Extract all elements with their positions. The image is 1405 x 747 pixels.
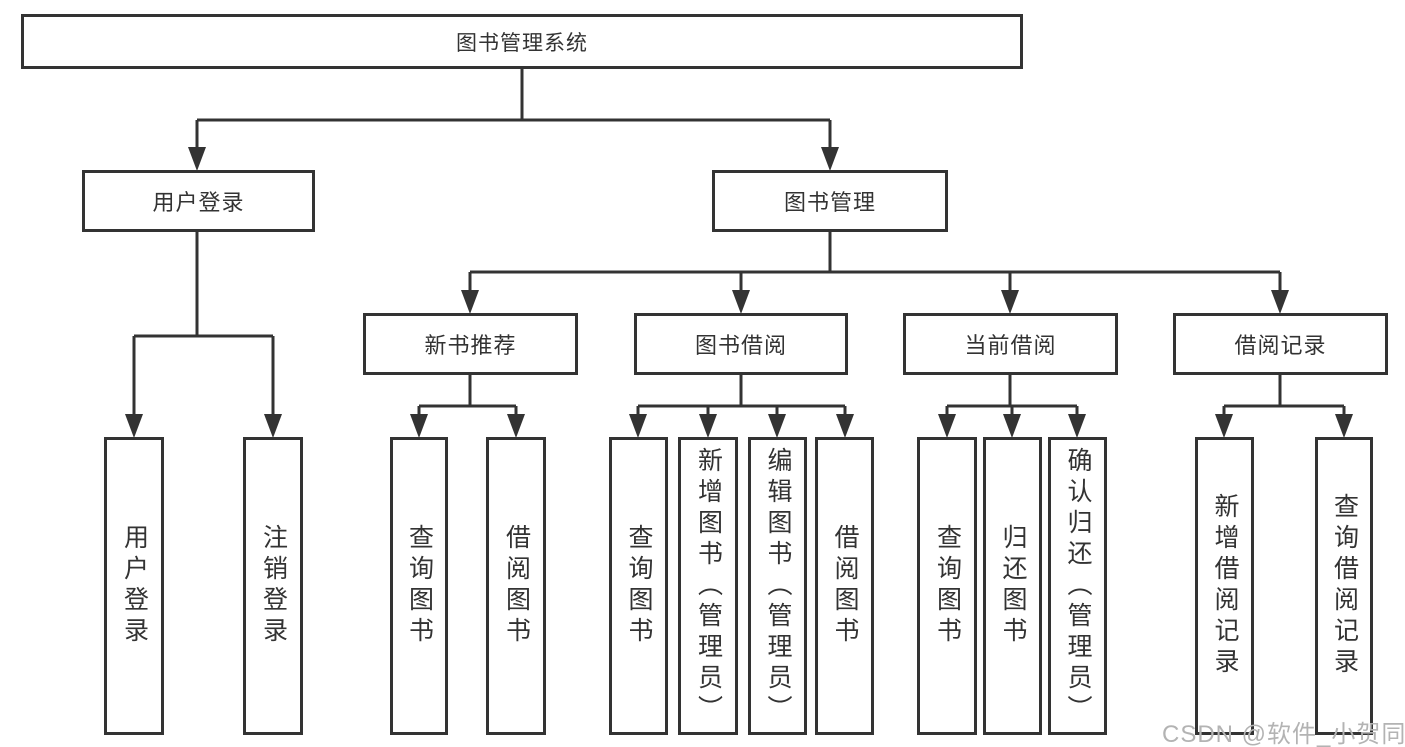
node-confirm-return-admin-label: 确认归还（管理员） <box>1064 446 1092 726</box>
node-borrow-books-leaf: 借阅图书 <box>815 437 874 735</box>
connector-current-borrow <box>945 373 1079 416</box>
node-borrow-books-recommend: 借阅图书 <box>486 437 546 735</box>
arrowheads <box>125 147 1353 438</box>
node-confirm-return-admin: 确认归还（管理员） <box>1048 437 1107 735</box>
csdn-watermark: CSDN @软件_小贺同学 <box>1162 721 1405 747</box>
node-edit-book-admin: 编辑图书（管理员） <box>748 437 807 735</box>
node-user-login-branch: 用户登录 <box>82 170 315 232</box>
node-add-borrow-record: 新增借阅记录 <box>1195 437 1254 735</box>
node-query-books-borrow: 查询图书 <box>609 437 668 735</box>
node-return-books-label: 归还图书 <box>999 524 1027 648</box>
node-borrowing-records: 借阅记录 <box>1173 313 1388 375</box>
node-library-system: 图书管理系统 <box>21 14 1023 69</box>
node-borrow-books-recommend-label: 借阅图书 <box>502 524 531 648</box>
node-new-book-recommend: 新书推荐 <box>363 313 578 375</box>
node-user-login-leaf: 用户登录 <box>104 437 164 735</box>
connector-root <box>195 67 832 148</box>
node-book-management: 图书管理 <box>712 170 948 232</box>
node-logout: 注销登录 <box>243 437 303 735</box>
node-query-books-current: 查询图书 <box>917 437 977 735</box>
node-add-borrow-record-label: 新增借阅记录 <box>1211 493 1239 679</box>
node-query-books-current-label: 查询图书 <box>933 524 962 648</box>
node-query-books-borrow-label: 查询图书 <box>625 524 653 648</box>
node-query-borrow-record-label: 查询借阅记录 <box>1330 493 1359 679</box>
node-current-borrowing: 当前借阅 <box>903 313 1118 375</box>
connector-book-mgmt <box>468 230 1282 292</box>
node-edit-book-admin-label: 编辑图书（管理员） <box>764 446 792 726</box>
node-book-management-label: 图书管理 <box>783 190 876 215</box>
node-query-books-recommend: 查询图书 <box>390 437 448 735</box>
node-new-book-recommend-label: 新书推荐 <box>424 333 517 358</box>
connector-borrow-records <box>1222 373 1346 416</box>
node-user-login-leaf-label: 用户登录 <box>120 524 149 648</box>
connector-user-login <box>132 230 275 416</box>
node-add-book-admin: 新增图书（管理员） <box>678 437 738 735</box>
node-borrow-books-leaf-label: 借阅图书 <box>831 524 859 648</box>
node-query-books-recommend-label: 查询图书 <box>405 524 434 648</box>
node-add-book-admin-label: 新增图书（管理员） <box>694 446 723 726</box>
node-return-books: 归还图书 <box>983 437 1042 735</box>
node-book-borrowing-label: 图书借阅 <box>694 333 787 358</box>
node-logout-label: 注销登录 <box>259 524 288 648</box>
node-current-borrowing-label: 当前借阅 <box>964 333 1057 358</box>
connector-book-borrow <box>636 373 847 416</box>
node-book-borrowing: 图书借阅 <box>634 313 848 375</box>
node-borrowing-records-label: 借阅记录 <box>1234 333 1327 358</box>
node-user-login-branch-label: 用户登录 <box>152 190 245 215</box>
node-query-borrow-record: 查询借阅记录 <box>1315 437 1373 735</box>
connector-new-book <box>417 373 518 416</box>
node-library-system-label: 图书管理系统 <box>456 31 588 55</box>
